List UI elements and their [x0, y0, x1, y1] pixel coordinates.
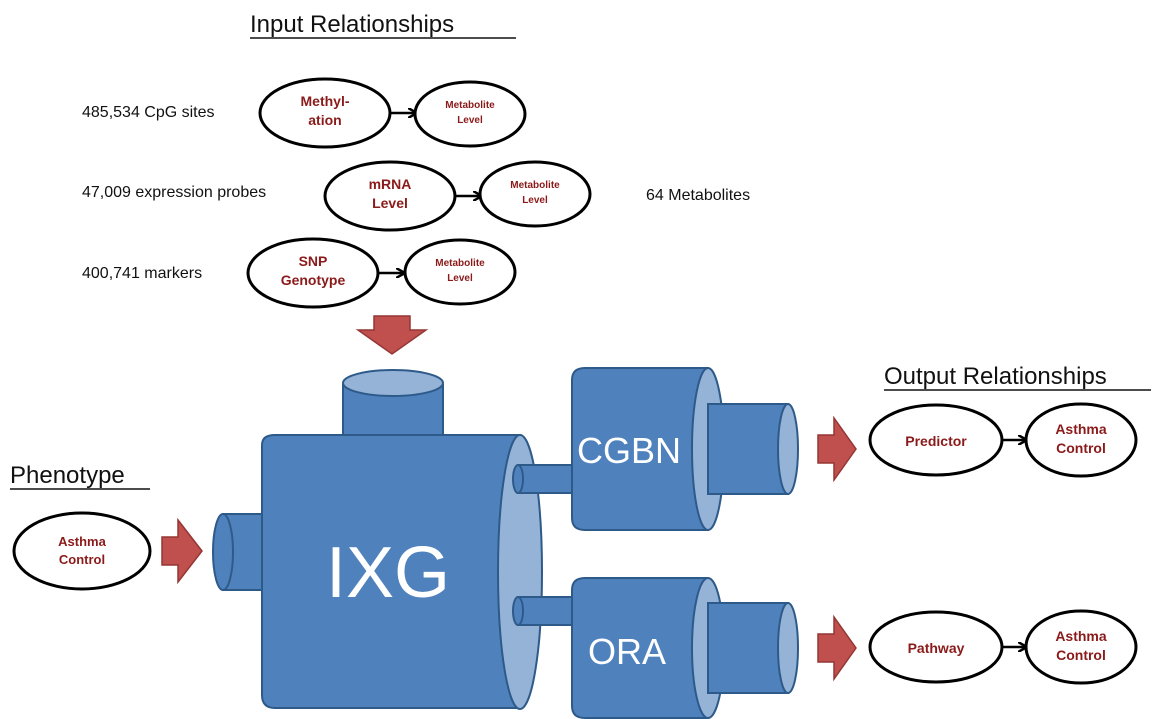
svg-text:Genotype: Genotype [281, 272, 346, 288]
phenotype-heading: Phenotype [10, 462, 150, 490]
svg-text:Metabolite: Metabolite [435, 258, 485, 269]
metabolite-level-node [478, 160, 592, 228]
phenotype-flow-arrow [161, 517, 203, 585]
ixg-machine: IXG [212, 369, 543, 710]
input-flow-arrow [355, 315, 429, 355]
output-relationship-pathway: Pathway Asthma Control [868, 609, 1138, 685]
asthma-control-node [12, 511, 152, 591]
svg-text:Metabolite: Metabolite [510, 180, 560, 191]
ora-output-arrow [817, 614, 857, 682]
svg-text:Methyl-: Methyl- [301, 93, 350, 109]
cgbn-output-arrow [817, 415, 857, 483]
asthma-control-node [1024, 609, 1138, 685]
metabolites-count-label: 64 Metabolites [646, 187, 750, 204]
svg-text:Predictor: Predictor [905, 433, 967, 449]
asthma-control-node [1024, 402, 1138, 478]
svg-text:Level: Level [522, 195, 548, 206]
connector-pipe-bottom [512, 596, 579, 626]
probes-count-label: 47,009 expression probes [82, 184, 266, 201]
metabolite-level-node [403, 238, 517, 306]
output-relationship-predictor: Predictor Asthma Control [868, 402, 1138, 478]
phenotype-asthma-control: Asthma Control [12, 511, 152, 591]
svg-text:Level: Level [372, 195, 408, 211]
ora-label: ORA [588, 631, 666, 672]
svg-text:Output Relationships: Output Relationships [884, 363, 1107, 390]
ixg-label: IXG [326, 533, 450, 613]
input-relationship-mrna: mRNA Level Metabolite Level [323, 160, 592, 232]
svg-text:Asthma: Asthma [58, 534, 106, 549]
svg-text:SNP: SNP [299, 253, 328, 269]
metabolite-level-node [413, 80, 527, 148]
svg-text:Control: Control [1056, 440, 1106, 456]
input-relationship-methylation: Methyl- ation Metabolite Level [258, 77, 527, 149]
svg-text:Phenotype: Phenotype [10, 462, 125, 489]
svg-text:Level: Level [447, 273, 473, 284]
svg-text:Asthma: Asthma [1055, 421, 1107, 437]
output-relationships-heading: Output Relationships [884, 363, 1151, 391]
ora-machine: ORA [571, 577, 799, 719]
svg-text:mRNA: mRNA [369, 176, 412, 192]
svg-text:Pathway: Pathway [908, 640, 965, 656]
cpg-count-label: 485,534 CpG sites [82, 104, 215, 121]
cgbn-machine: CGBN [571, 367, 799, 531]
svg-text:Level: Level [457, 115, 483, 126]
svg-text:Metabolite: Metabolite [445, 100, 495, 111]
cgbn-label: CGBN [577, 430, 681, 471]
svg-text:Control: Control [59, 552, 105, 567]
svg-text:Control: Control [1056, 647, 1106, 663]
svg-text:Input Relationships: Input Relationships [250, 11, 454, 38]
connector-pipe-top [512, 464, 579, 494]
input-relationships-heading: Input Relationships [250, 11, 516, 39]
markers-count-label: 400,741 markers [82, 265, 202, 282]
input-relationship-snp: SNP Genotype Metabolite Level [246, 237, 517, 309]
svg-text:ation: ation [308, 112, 341, 128]
svg-text:Asthma: Asthma [1055, 628, 1107, 644]
